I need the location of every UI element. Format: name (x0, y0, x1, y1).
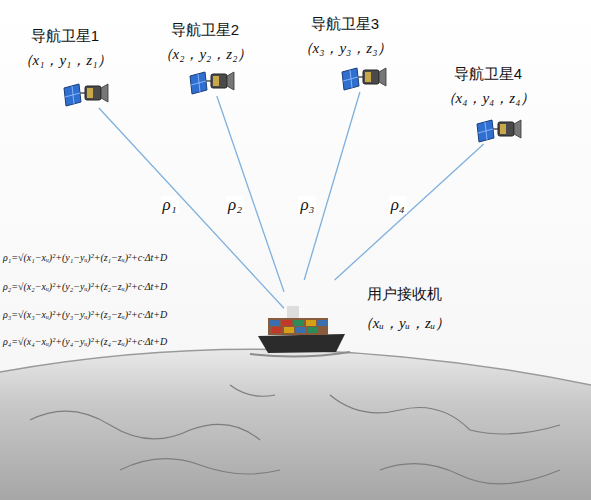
coordinates: （x₄，y₄，z₄） (428, 86, 548, 110)
satellite-node: 导航卫星3（x₃，y₃，z₃） (285, 12, 405, 92)
satellite-node: 导航卫星2（x₂，y₂，z₂） (145, 18, 265, 96)
range-label: ρ₁ (161, 196, 179, 215)
pseudorange-formula: ρ₁=√(x₁−xᵤ)²+(y₁−yᵤ)²+(z₁−zᵤ)²+c·Δt+D (3, 252, 167, 264)
coordinates: （x₁，y₁，z₁） (5, 48, 125, 72)
receiver-node: 用户接收机（xᵤ，yᵤ，zᵤ） (284, 280, 470, 337)
node-title: 导航卫星2 (145, 18, 265, 42)
signal-line (99, 108, 284, 308)
pseudorange-formula: ρ₃=√(x₃−xᵤ)²+(y₃−yᵤ)²+(z₃−zᵤ)²+c·Δt+D (3, 309, 167, 321)
coordinates: （x₂，y₂，z₂） (145, 42, 265, 66)
satellite-icon (63, 80, 109, 108)
coordinates: （x₃，y₃，z₃） (285, 36, 405, 60)
range-label: ρ₃ (298, 196, 316, 215)
satellite-node: 导航卫星1（x₁，y₁，z₁） (5, 24, 125, 108)
range-label: ρ₄ (389, 196, 407, 215)
node-title: 导航卫星3 (285, 12, 405, 36)
range-label: ρ₂ (226, 196, 244, 215)
satellite-icon (476, 116, 522, 144)
satellite-icon (341, 64, 387, 92)
signal-line (335, 144, 484, 280)
node-title: 导航卫星4 (428, 62, 548, 86)
pseudorange-formula: ρ₄=√(x₄−xᵤ)²+(y₄−yᵤ)²+(z₄−zᵤ)²+c·Δt+D (3, 336, 167, 348)
coordinates: （xᵤ，yᵤ，zᵤ） (338, 309, 470, 338)
satellite-node: 导航卫星4（x₄，y₄，z₄） (428, 62, 548, 144)
satellite-icon (189, 68, 235, 96)
signal-line (217, 96, 284, 292)
node-title: 导航卫星1 (5, 24, 125, 48)
signal-line (304, 92, 360, 280)
node-title: 用户接收机 (338, 280, 470, 309)
pseudorange-formula: ρ₂=√(x₂−xᵤ)²+(y₂−yᵤ)²+(z₂−zᵤ)²+c·Δt+D (3, 281, 167, 293)
ship (250, 306, 350, 357)
